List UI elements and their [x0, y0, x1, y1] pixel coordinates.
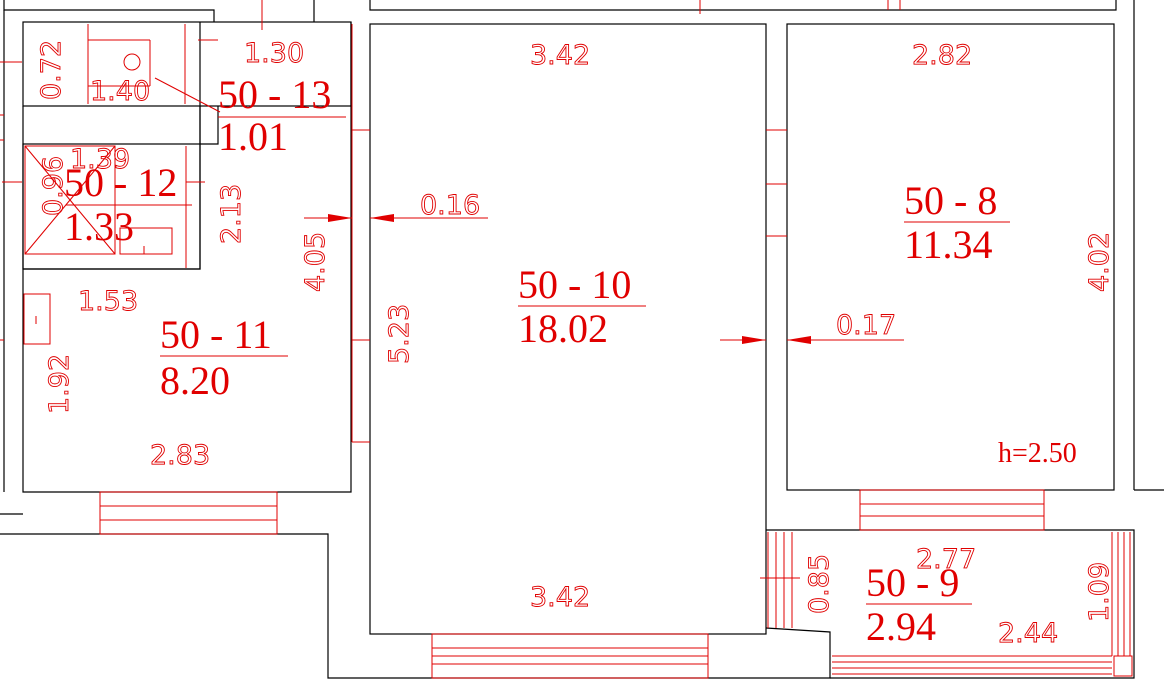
- dim-0-16: 0.16: [420, 190, 480, 221]
- room-labels: 50 - 13 1.01 50 - 12 1.33 50 - 11 8.20 5…: [64, 72, 1077, 649]
- dim-0-72: 0.72: [36, 40, 67, 100]
- dim-1-30: 1.30: [244, 38, 304, 69]
- window-50-10: [431, 633, 709, 679]
- room-50-9-id: 50 - 9: [866, 560, 959, 605]
- dim-3-42-bottom: 3.42: [530, 582, 590, 613]
- room-50-11-area: 8.20: [160, 358, 230, 403]
- dim-1-39: 1.39: [70, 144, 130, 175]
- dim-1-40: 1.40: [90, 76, 150, 107]
- room-50-13-area: 1.01: [218, 114, 288, 159]
- dim-0-96: 0.96: [38, 156, 69, 216]
- room-50-9-area: 2.94: [866, 604, 936, 649]
- room-50-13-id: 50 - 13: [218, 72, 331, 117]
- room-50-8-area: 11.34: [904, 222, 993, 267]
- dim-0-17: 0.17: [836, 310, 896, 341]
- dim-2-82: 2.82: [912, 40, 972, 71]
- window-50-8: [859, 489, 1045, 531]
- room-50-8-id: 50 - 8: [904, 178, 997, 223]
- red-linework: [0, 0, 1133, 679]
- dim-4-05: 4.05: [300, 232, 331, 292]
- dim-4-02: 4.02: [1084, 232, 1115, 292]
- dim-3-42-top: 3.42: [530, 40, 590, 71]
- room-50-12-id: 50 - 12: [64, 160, 177, 205]
- dim-2-13: 2.13: [216, 184, 247, 244]
- room-50-12-area: 1.33: [64, 204, 134, 249]
- dim-2-77: 2.77: [916, 544, 976, 575]
- dim-2-44: 2.44: [998, 618, 1058, 649]
- room-50-10-id: 50 - 10: [518, 262, 631, 307]
- room-50-10-area: 18.02: [518, 306, 608, 351]
- dim-1-09: 1.09: [1084, 562, 1115, 622]
- dimension-labels: 0.72 1.30 1.40 1.39 0.96 2.13 4.05 0.16 …: [36, 38, 1116, 650]
- dim-1-92: 1.92: [44, 354, 75, 414]
- dim-5-23: 5.23: [384, 304, 415, 364]
- dim-2-83: 2.83: [150, 440, 210, 471]
- dim-0-85: 0.85: [804, 554, 835, 614]
- window-50-11: [99, 491, 278, 535]
- dim-1-53: 1.53: [78, 286, 138, 317]
- room-50-11-id: 50 - 11: [160, 312, 272, 357]
- balcony-railing: [760, 532, 1133, 677]
- ceiling-height-note: h=2.50: [998, 438, 1077, 469]
